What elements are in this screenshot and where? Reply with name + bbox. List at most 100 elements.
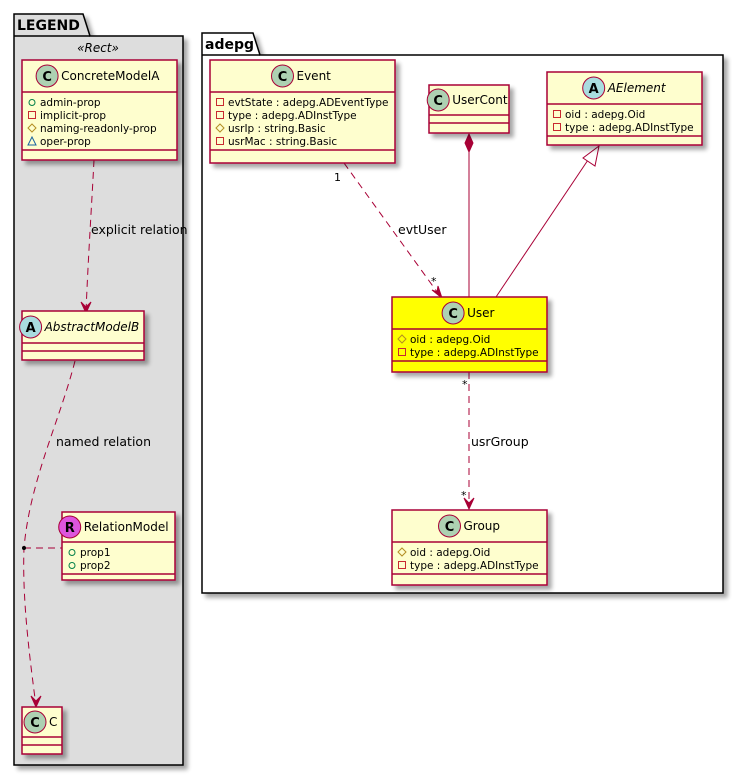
class-name: C — [49, 715, 57, 729]
class-c-icon — [441, 301, 465, 325]
class-attribute: type : adepg.ADInstType — [216, 110, 357, 122]
legend-stereotype: «Rect» — [77, 41, 119, 55]
abstract-a-icon — [19, 315, 43, 339]
attribute-text: implicit-prop — [40, 110, 106, 122]
attribute-text: oid : adepg.Oid — [565, 109, 645, 121]
class-c-icon — [271, 64, 294, 88]
class-kind-letter: C — [448, 307, 458, 322]
edge-label-named-relation: named relation — [56, 434, 151, 449]
class-attribute: evtState : adepg.ADEventType — [216, 97, 389, 109]
class-attribute: oid : adepg.Oid — [553, 109, 645, 121]
edge-label-evtuser: evtUser — [398, 222, 447, 237]
attribute-text: oid : adepg.Oid — [410, 334, 490, 346]
private-visibility-icon — [216, 98, 224, 106]
class-attribute: type : adepg.ADInstType — [398, 347, 539, 359]
edge-usrgroup: * * usrGroup — [461, 372, 529, 511]
private-visibility-icon — [216, 137, 224, 145]
class-name: ConcreteModelA — [61, 69, 160, 83]
attribute-text: admin-prop — [40, 97, 101, 109]
relation-r-icon — [58, 515, 82, 539]
class-attribute: oid : adepg.Oid — [397, 547, 490, 559]
class-attribute: admin-prop — [28, 97, 101, 109]
public-visibility-icon — [68, 562, 76, 569]
class-box — [21, 310, 145, 361]
private-visibility-icon — [398, 561, 406, 569]
class-kind-letter: A — [589, 82, 599, 97]
class-kind-letter: C — [278, 70, 288, 85]
attribute-text: prop2 — [80, 560, 111, 572]
edge-named-relation: named relation — [22, 360, 151, 709]
edge-label-usrgroup: usrGroup — [471, 434, 529, 449]
class-box — [61, 511, 176, 581]
class-c-icon — [35, 64, 59, 88]
class-kind-letter: C — [30, 716, 40, 731]
edge-label-explicit-relation: explicit relation — [91, 222, 188, 237]
mult-evtuser-from: 1 — [334, 171, 341, 184]
class-kind-letter: A — [26, 321, 36, 336]
attribute-text: evtState : adepg.ADEventType — [228, 97, 389, 109]
private-visibility-icon — [28, 111, 36, 119]
class-box — [391, 296, 548, 373]
class-attribute: usrIp : string.Basic — [215, 123, 326, 135]
class-kind-letter: C — [445, 520, 455, 535]
mult-evtuser-to: * — [431, 275, 437, 288]
attribute-text: type : adepg.ADInstType — [410, 347, 539, 359]
edge-evtuser: 1 * evtUser — [334, 162, 447, 300]
class-attribute: prop1 — [68, 547, 111, 559]
attribute-text: oid : adepg.Oid — [410, 547, 490, 559]
class-name: Group — [464, 519, 501, 533]
private-visibility-icon — [398, 348, 406, 356]
package-visibility-icon — [27, 135, 37, 146]
attribute-text: usrMac : string.Basic — [228, 136, 337, 148]
class-box — [546, 71, 703, 146]
legend-package-name: LEGEND — [17, 18, 80, 34]
class-name: User — [467, 306, 494, 320]
class-box — [391, 509, 548, 586]
private-visibility-icon — [216, 111, 224, 119]
relation-junction-dot — [22, 546, 26, 550]
class-name: RelationModel — [84, 520, 169, 534]
arrowhead-icon — [431, 285, 444, 300]
attribute-text: oper-prop — [40, 136, 91, 148]
private-visibility-icon — [553, 123, 561, 131]
class-kind-letter: C — [42, 70, 52, 85]
attribute-text: type : adepg.ADInstType — [565, 122, 694, 134]
class-name: Event — [297, 69, 332, 83]
attribute-text: type : adepg.ADInstType — [228, 110, 357, 122]
protected-visibility-icon — [215, 123, 225, 133]
arrowhead-icon — [463, 497, 475, 511]
arrowhead-icon — [30, 695, 42, 709]
class-concrete-model-a[interactable]: C ConcreteModelA admin-propimplicit-propna… — [21, 59, 178, 161]
class-name: AElement — [607, 81, 667, 95]
class-kind-letter: R — [65, 521, 75, 536]
attribute-text: naming-readonly-prop — [40, 123, 157, 135]
edge-explicit-relation: explicit relation — [80, 159, 188, 315]
protected-visibility-icon — [27, 123, 37, 133]
generalization-triangle-icon — [582, 144, 600, 167]
public-visibility-icon — [68, 549, 76, 556]
arrowhead-icon — [80, 301, 92, 315]
edge-generalization — [495, 144, 600, 298]
class-attribute: naming-readonly-prop — [27, 123, 157, 135]
private-visibility-icon — [553, 110, 561, 118]
mult-usrgroup-from: * — [462, 378, 468, 391]
public-visibility-icon — [28, 99, 36, 106]
class-attribute: prop2 — [68, 560, 111, 572]
class-attribute: oid : adepg.Oid — [397, 334, 490, 346]
protected-visibility-icon — [397, 334, 407, 344]
composition-diamond-icon — [464, 132, 474, 154]
class-c-icon — [426, 88, 450, 112]
class-attribute: type : adepg.ADInstType — [553, 122, 694, 134]
class-attribute: type : adepg.ADInstType — [398, 560, 539, 572]
attribute-text: usrIp : string.Basic — [228, 123, 326, 135]
mult-usrgroup-to: * — [461, 489, 467, 502]
